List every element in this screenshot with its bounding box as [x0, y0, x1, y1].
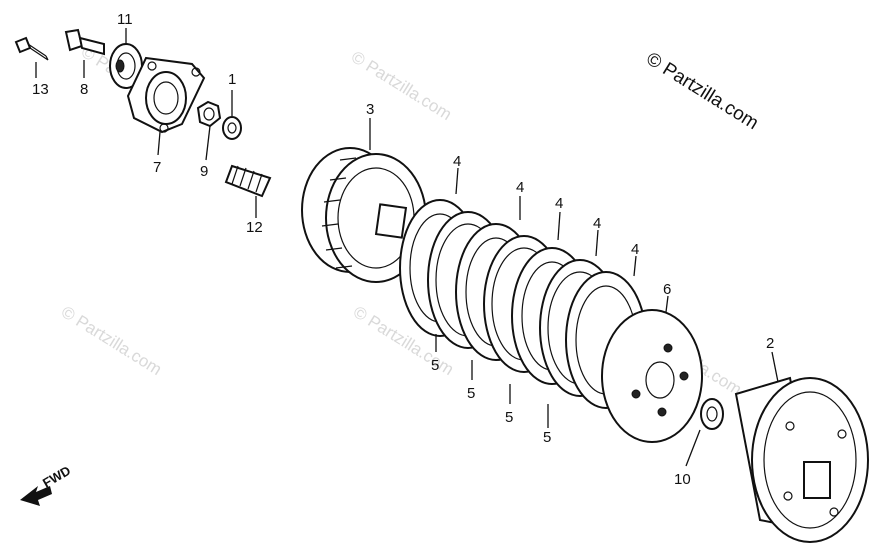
callout-9: 9	[200, 163, 208, 180]
callout-3: 3	[366, 101, 374, 118]
fwd-arrow-icon	[20, 486, 52, 506]
callout-2: 2	[766, 335, 774, 352]
leader-lines	[35, 28, 779, 467]
callout-4c: 4	[555, 195, 563, 212]
callout-6: 6	[663, 281, 671, 298]
callout-1: 1	[228, 71, 236, 88]
callout-4a: 4	[453, 153, 461, 170]
part-7-lifter-plate	[126, 56, 206, 134]
watermark-text: © Partzilla.com	[348, 47, 455, 124]
callout-4d: 4	[593, 215, 601, 232]
part-9-nut	[196, 100, 222, 128]
callout-5d: 5	[543, 429, 551, 446]
part-2-clutch-outer	[734, 376, 869, 543]
callout-5a: 5	[431, 357, 439, 374]
callout-4b: 4	[516, 179, 524, 196]
clutch-plate-stack	[399, 199, 647, 409]
copyright-text: © Partzilla.com	[642, 48, 762, 134]
callout-7: 7	[153, 159, 161, 176]
part-1-washer	[222, 116, 242, 140]
callout-8: 8	[80, 81, 88, 98]
callout-12: 12	[246, 219, 263, 236]
part-10-washer	[700, 398, 724, 430]
callout-4e: 4	[631, 241, 639, 258]
part-13-bolt	[14, 36, 49, 61]
part-8-shaft	[64, 28, 105, 56]
watermark-text: © Partzilla.com	[58, 302, 165, 379]
callout-10: 10	[674, 471, 691, 488]
part-6-pressure-plate	[601, 309, 703, 443]
callouts: 11 13 8 7 9 1 12 3 4 4 4 4 4 5 5 5 5 6 2…	[32, 11, 774, 488]
callout-11: 11	[117, 11, 133, 28]
fwd-label: FWD	[40, 463, 73, 491]
callout-13: 13	[32, 81, 49, 98]
fwd-direction-indicator: FWD	[20, 463, 73, 506]
callout-5b: 5	[467, 385, 475, 402]
part-12-spring	[224, 164, 272, 198]
callout-5c: 5	[505, 409, 513, 426]
